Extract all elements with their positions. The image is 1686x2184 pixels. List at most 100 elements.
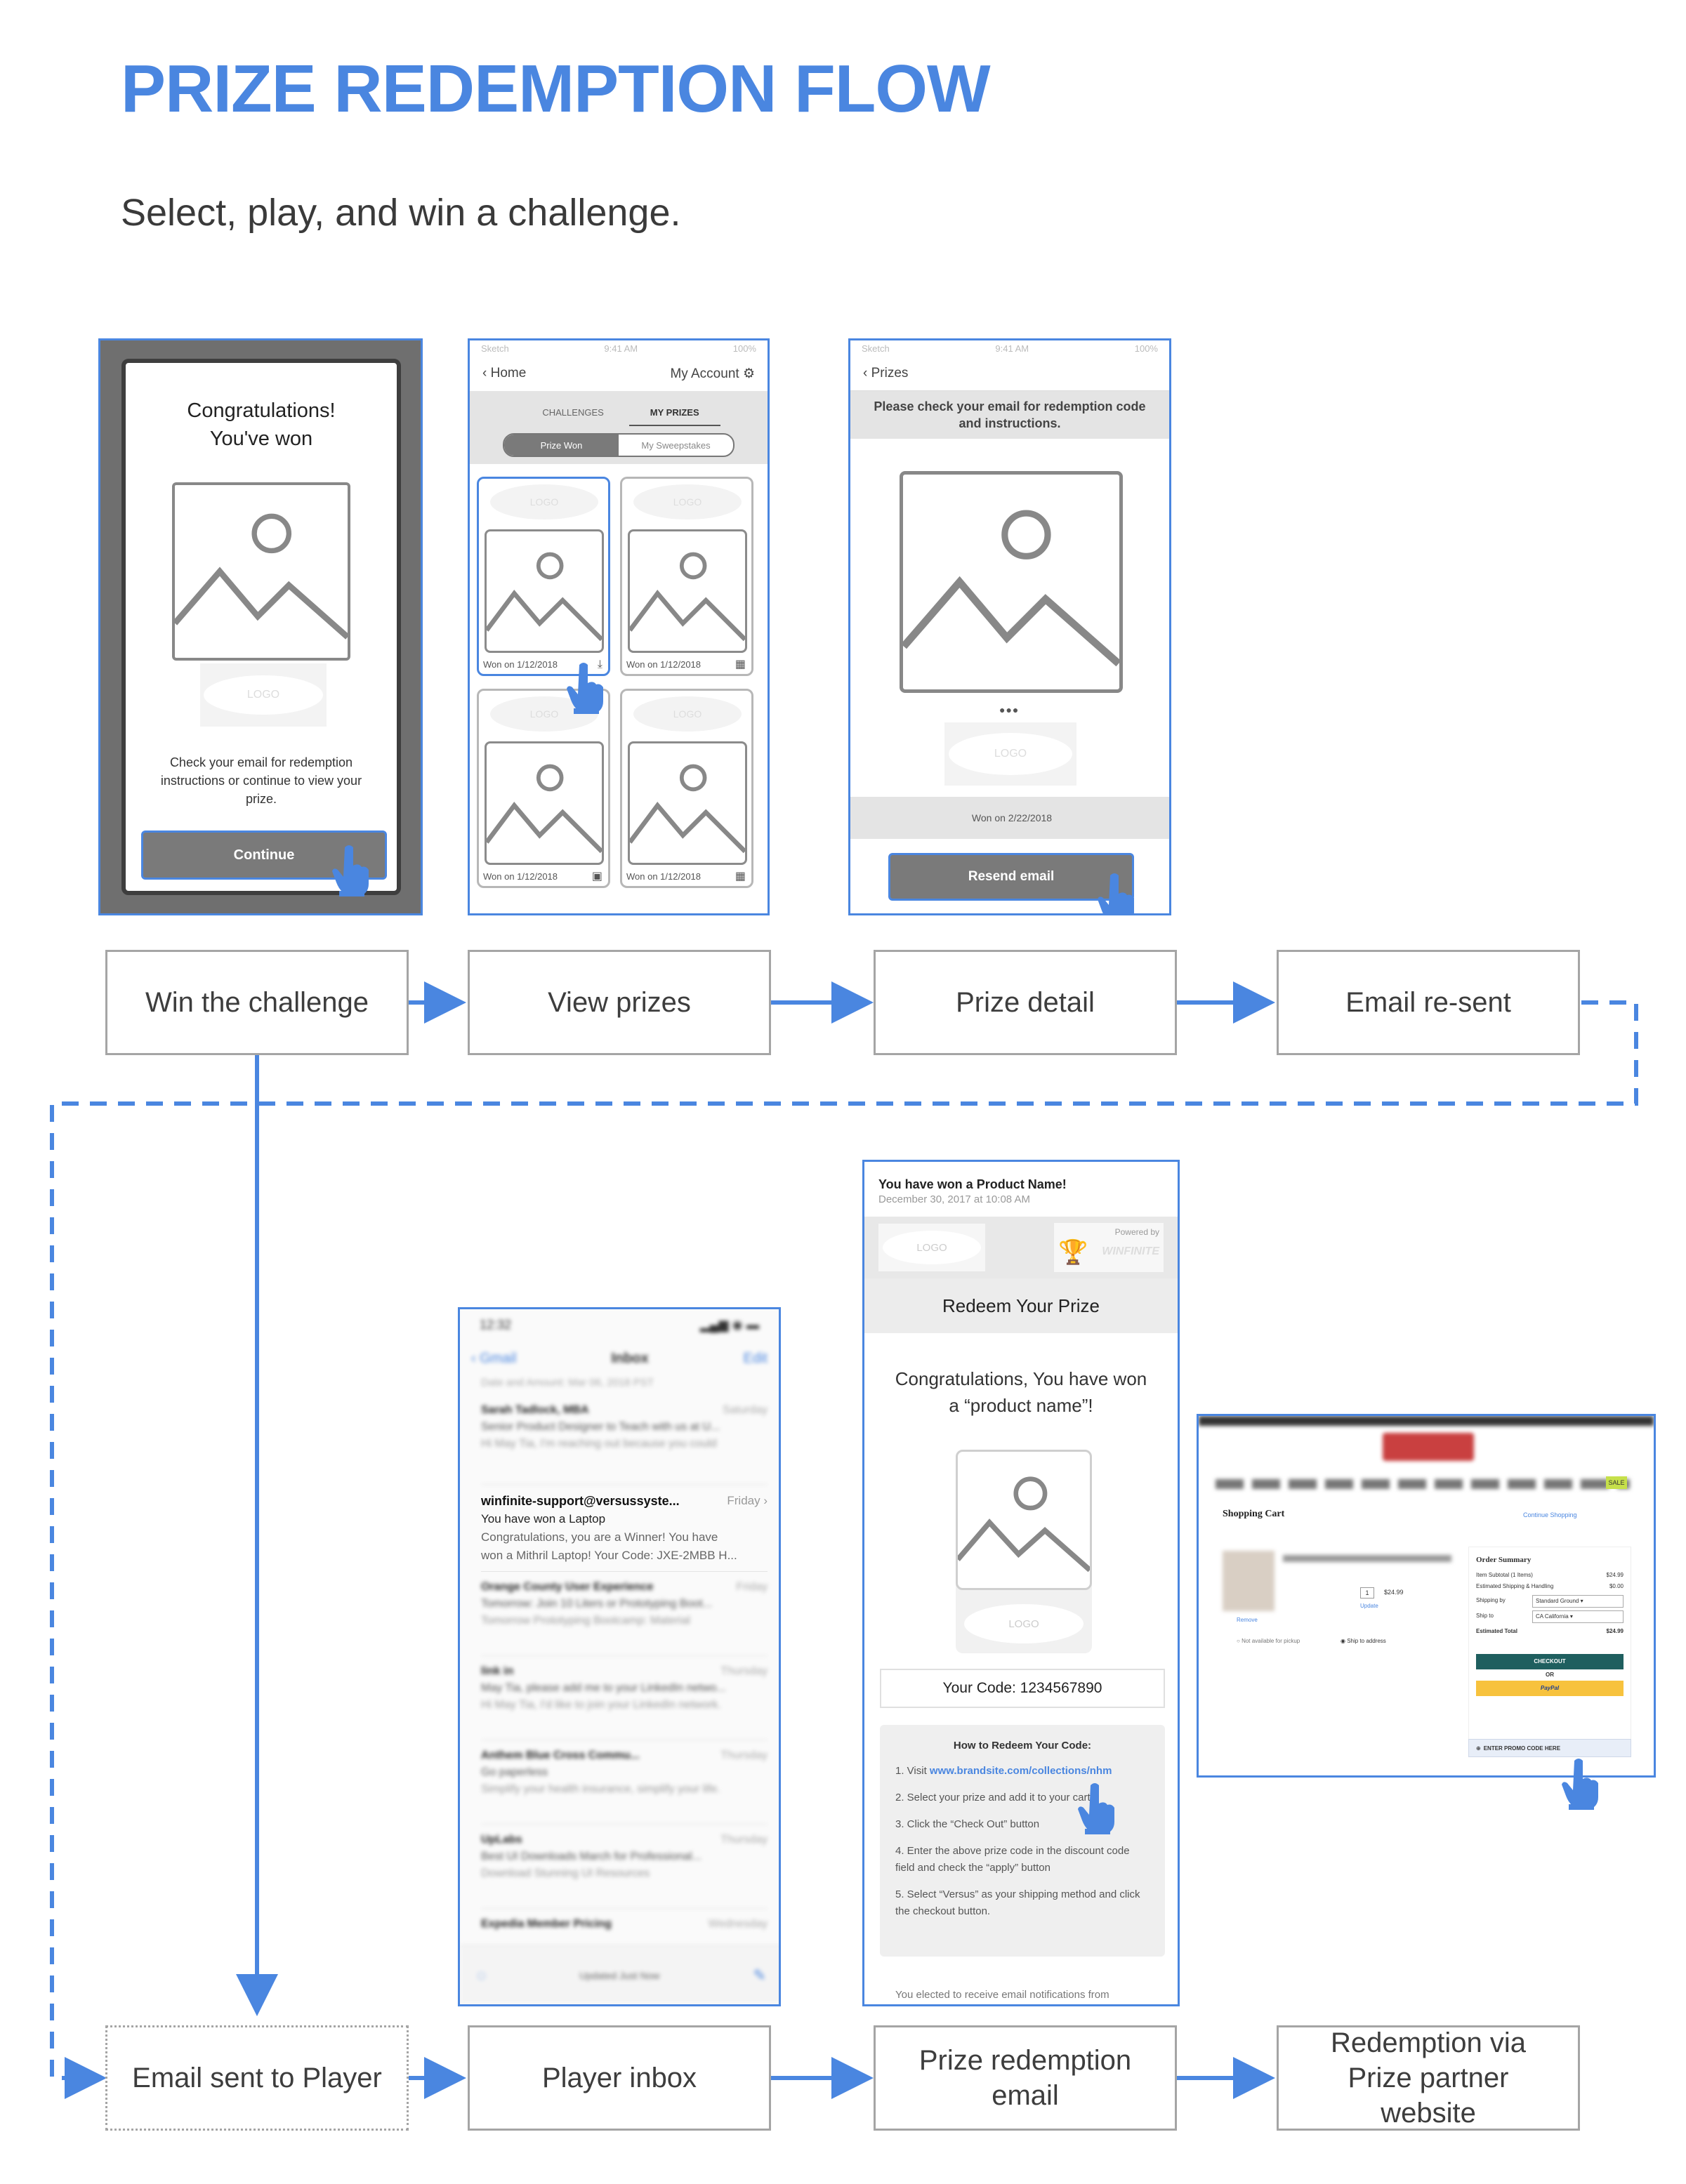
tile-won-date: Won on 1/12/2018 <box>483 871 558 882</box>
resend-email-button[interactable]: Resend email <box>888 853 1134 901</box>
email-row-winfinite[interactable]: winfinite-support@versussyste...Friday ›… <box>481 1485 768 1572</box>
gear-icon: ⚙ <box>742 366 755 381</box>
email-preview: Simplify your health insurance, simplify… <box>481 1783 720 1795</box>
page-title: PRIZE REDEMPTION FLOW <box>121 51 991 126</box>
logo-text: LOGO <box>204 675 323 715</box>
remove-link[interactable]: Remove <box>1237 1617 1258 1623</box>
tap-hand-icon <box>1098 873 1134 913</box>
checkout-button[interactable]: CHECKOUT <box>1476 1654 1624 1669</box>
prize-tile[interactable]: LOGO Won on 1/12/2018 ▦ <box>620 477 753 676</box>
order-summary: Order Summary Item Subtotal (1 Items)$24… <box>1468 1547 1631 1757</box>
status-time: 9:41 AM <box>604 343 638 354</box>
tile-logo: LOGO <box>633 484 742 519</box>
pickup-option[interactable]: ○ Not available for pickup <box>1237 1638 1300 1644</box>
tap-hand-icon <box>1078 1783 1114 1834</box>
howto-step-2: 2. Select your prize and add it to your … <box>895 1792 1091 1804</box>
prize-tile[interactable]: LOGO Won on 1/12/2018 ⤓ <box>477 477 610 676</box>
status-carrier: Sketch <box>862 343 890 354</box>
step-win-challenge: Win the challenge <box>105 950 409 1055</box>
brandsite-link[interactable]: www.brandsite.com/collections/nhm <box>929 1765 1112 1777</box>
download-icon[interactable]: ⤓ <box>597 658 602 670</box>
shipping-by-select[interactable]: Standard Ground ▾ <box>1532 1595 1624 1608</box>
carousel-dots[interactable]: ●●● <box>999 704 1020 715</box>
filter-icon[interactable]: ◌ <box>477 1966 487 1984</box>
gift-icon[interactable]: ▦ <box>735 658 746 670</box>
ship-to-value: CA California <box>1536 1613 1569 1620</box>
back-home-link[interactable]: ‹ Home <box>482 366 526 381</box>
step-prize-detail: Prize detail <box>874 950 1177 1055</box>
prize-tile[interactable]: LOGO Won on 1/12/2018 ▦ <box>620 689 753 888</box>
screen-player-inbox: 12:32 ▂▄▆ ◉ ▬ ‹ Gmail Inbox Edit Date an… <box>458 1307 781 2006</box>
account-label: My Account <box>670 366 739 381</box>
email-subject: Best UI Downloads March for Professional… <box>481 1851 702 1862</box>
paypal-button[interactable]: PayPal <box>1476 1681 1624 1696</box>
update-link[interactable]: Update <box>1360 1603 1378 1609</box>
continue-shopping-link[interactable]: Continue Shopping <box>1523 1511 1577 1518</box>
ship-label: Ship to address <box>1347 1638 1386 1644</box>
qty-box[interactable]: 1 <box>1360 1587 1374 1599</box>
heading-line1: Congratulations! <box>187 399 336 422</box>
screen-partner-website: SALE Shopping Cart Continue Shopping 1 $… <box>1197 1414 1656 1778</box>
prize-image-placeholder <box>956 1450 1092 1590</box>
subtotal-label: Item Subtotal (1 Items) <box>1476 1572 1533 1578</box>
tile-image <box>628 741 747 865</box>
ship-to-select[interactable]: CA California ▾ <box>1532 1610 1624 1623</box>
powered-by-badge: Powered by 🏆 WINFINITE <box>1054 1223 1164 1272</box>
edit-link[interactable]: Edit <box>743 1350 768 1366</box>
image-icon <box>630 552 745 642</box>
page-subtitle: Select, play, and win a challenge. <box>121 192 681 234</box>
ship-option[interactable]: ◉ Ship to address <box>1341 1638 1386 1644</box>
tab-my-prizes[interactable]: MY PRIZES <box>628 407 720 426</box>
compose-icon[interactable]: ✎ <box>753 1966 766 1984</box>
back-label: Prizes <box>871 365 909 380</box>
how-to-redeem-box: How to Redeem Your Code: 1. Visit www.br… <box>880 1725 1165 1957</box>
tap-hand-icon <box>567 663 603 714</box>
status-carrier: Sketch <box>481 343 509 354</box>
cart-title: Shopping Cart <box>1223 1509 1285 1519</box>
prize-tile[interactable]: LOGO Won on 1/12/2018 ▣ <box>477 689 610 888</box>
segment-control: Prize Won My Sweepstakes <box>503 433 735 457</box>
shipping-by-label: Shipping by <box>1476 1597 1506 1603</box>
logo-text: LOGO <box>883 1231 981 1264</box>
email-day: Thursday <box>720 1749 768 1761</box>
step-view-prizes: View prizes <box>468 950 771 1055</box>
shipping-by-value: Standard Ground <box>1536 1598 1579 1604</box>
site-topbar <box>1199 1416 1654 1426</box>
segment-prize-won[interactable]: Prize Won <box>504 435 619 456</box>
signal-wifi-battery-icon: ▂▄▆ ◉ ▬ <box>699 1317 759 1332</box>
email-day: Wednesday <box>708 1918 768 1930</box>
ticket-icon[interactable]: ▣ <box>591 871 602 882</box>
email-row[interactable]: Anthem Blue Cross Commu...Thursday Go pa… <box>481 1740 768 1825</box>
won-date: Won on 2/22/2018 <box>971 812 1053 823</box>
email-day: Friday › <box>727 1494 768 1507</box>
back-prizes-link[interactable]: ‹ Prizes <box>863 366 908 381</box>
powered-by-label: Powered by <box>1114 1227 1159 1237</box>
promo-code-field[interactable]: ⊕ ENTER PROMO CODE HERE <box>1468 1739 1631 1757</box>
step1-prefix: 1. Visit <box>895 1765 930 1777</box>
email-subject: You have won a Product Name! <box>878 1177 1067 1191</box>
email-preview: Tomorrow Prototyping Bootcamp: Material <box>481 1615 690 1627</box>
sale-badge[interactable]: SALE <box>1606 1476 1627 1489</box>
email-header: You have won a Product Name! December 30… <box>864 1162 1178 1217</box>
tab-challenges[interactable]: CHALLENGES <box>542 407 604 418</box>
my-account-link[interactable]: My Account ⚙ <box>670 366 755 382</box>
modal-card: Congratulations! You've won LOGO Check y… <box>121 359 401 895</box>
email-subject: You have won a Laptop <box>481 1512 606 1526</box>
email-notice: Please check your email for redemption c… <box>850 391 1169 439</box>
inbox-search-preview: Date and Amount: Mar 06, 2018 PST <box>481 1377 654 1389</box>
segment-my-sweepstakes[interactable]: My Sweepstakes <box>641 439 711 451</box>
email-preview: Download Stunning UI Resources <box>481 1867 650 1879</box>
brand-logo-placeholder: LOGO <box>944 722 1076 786</box>
step-redemption-partner-website: Redemption via Prize partner website <box>1277 2025 1580 2131</box>
step-email-sent-to-player: Email sent to Player <box>105 2025 409 2131</box>
day-label: Friday <box>727 1494 760 1507</box>
back-gmail-link[interactable]: ‹ Gmail <box>471 1350 517 1366</box>
email-subject: Senior Product Designer to Teach with us… <box>481 1421 720 1433</box>
gift-icon[interactable]: ▦ <box>735 871 746 882</box>
